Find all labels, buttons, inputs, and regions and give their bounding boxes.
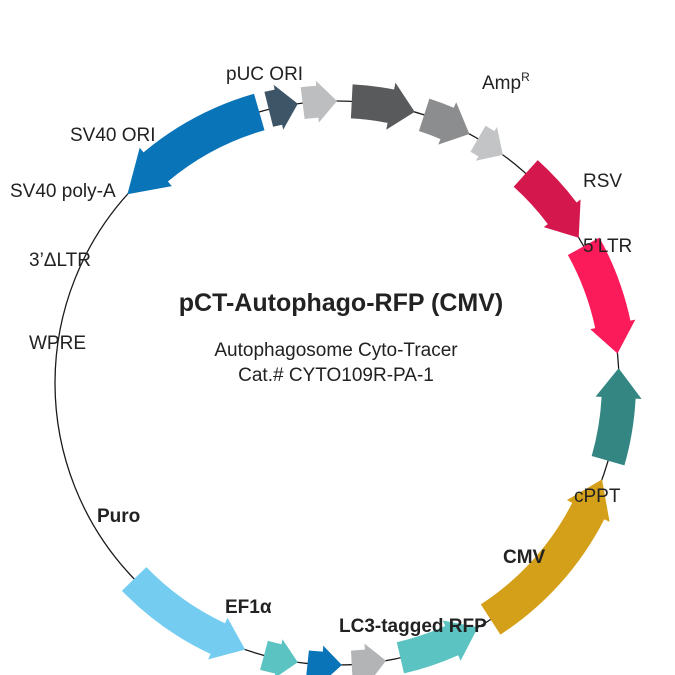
feature-label-sv40polya: SV40 poly-A: [10, 181, 116, 202]
feature-arrow-ltr5: [300, 80, 337, 123]
feature-arrow-cppt: [470, 125, 503, 161]
feature-arrow-ef1a: [591, 368, 642, 466]
feature-label-sv40ori: SV40 ORI: [70, 125, 156, 146]
feature-label-ltr5: 5’LTR: [583, 236, 632, 257]
feature-arrow-unlabeled-dark: [350, 82, 415, 130]
feature-label-puc: pUC ORI: [226, 64, 303, 85]
feature-label-rsv: RSV: [583, 171, 622, 192]
feature-arrow-unlabeled-gray: [418, 98, 470, 145]
feature-label-cppt: cPPT: [574, 486, 621, 507]
feature-labels: AmpR RSV 5’LTR cPPT CMV LC3-tagged RFP EF1α Pur…: [10, 64, 632, 637]
feature-label-puro: Puro: [97, 506, 140, 527]
plasmid-name: pCT-Autophago-RFP (CMV): [179, 289, 503, 317]
feature-arrow-ltr3: [351, 643, 386, 675]
feature-label-lc3rfp: LC3-tagged RFP: [339, 616, 487, 637]
catalog-number: Cat.# CYTO109R-PA-1: [238, 365, 434, 386]
feature-arrow-lc3rfp: [567, 237, 636, 354]
feature-label-ampr: AmpR: [482, 70, 530, 94]
feature-arrows: [121, 80, 642, 675]
feature-arrow-wpre: [396, 620, 478, 674]
feature-arrow-ampr: [127, 93, 265, 195]
feature-label-ampr-superscript: R: [521, 70, 530, 84]
feature-arrow-puro: [480, 479, 610, 635]
feature-label-cmv: CMV: [503, 547, 546, 568]
feature-arrow-sv40polya: [306, 645, 342, 675]
feature-arrow-puc: [121, 567, 246, 660]
feature-label-wpre: WPRE: [29, 333, 86, 354]
plasmid-description: Autophagosome Cyto-Tracer: [214, 340, 458, 361]
feature-arrow-cmv: [513, 160, 581, 238]
feature-label-ef1a: EF1α: [225, 597, 272, 618]
feature-arrow-rsv: [264, 84, 298, 130]
feature-arrow-sv40ori: [260, 639, 298, 675]
feature-label-ltr3: 3’ΔLTR: [29, 250, 91, 271]
